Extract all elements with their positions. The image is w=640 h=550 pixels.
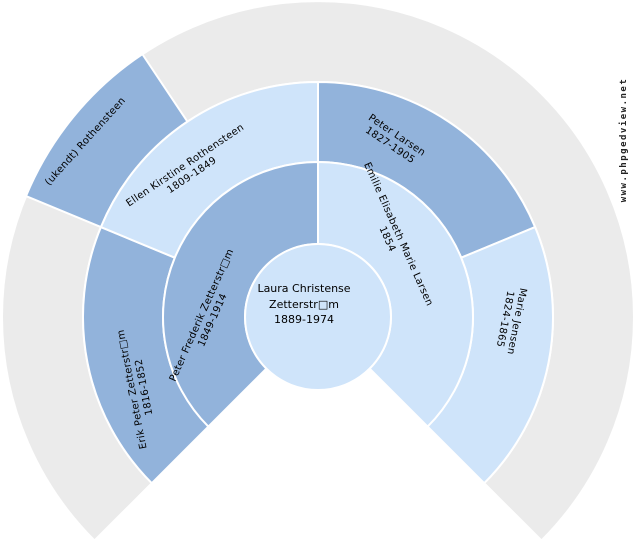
phpgedview-watermark: www.phpgedview.net [619, 77, 629, 203]
center-person-circle[interactable] [244, 243, 392, 391]
